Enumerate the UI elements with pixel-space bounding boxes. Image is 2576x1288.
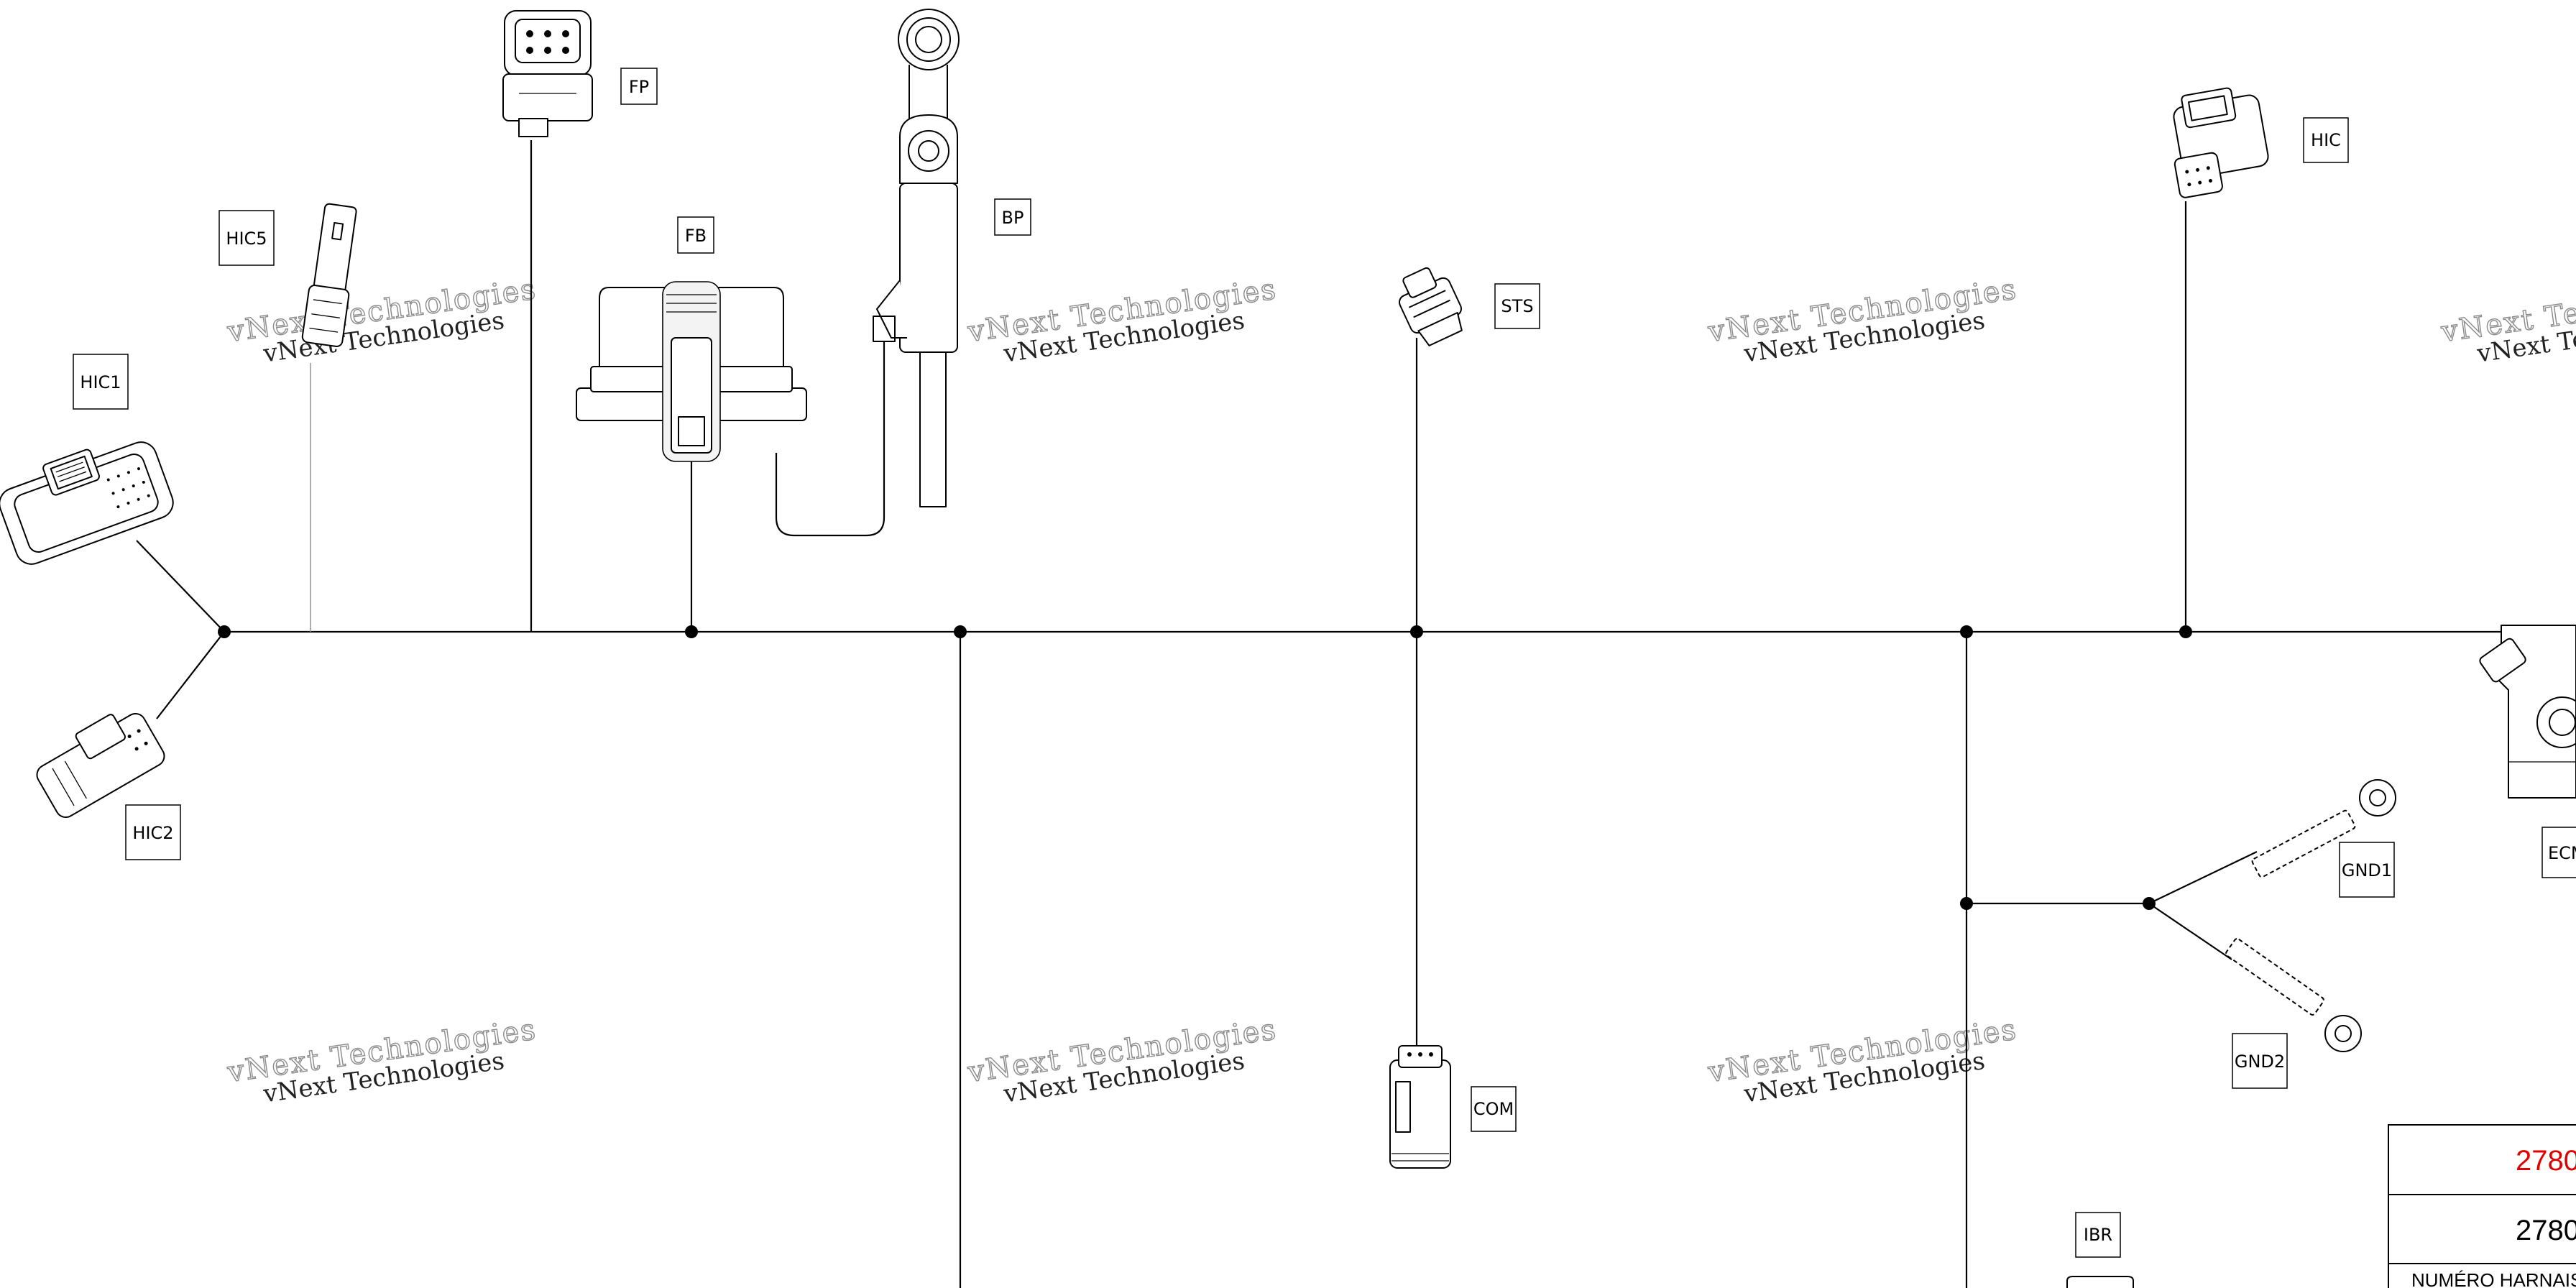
hic1-branch-wire [136, 540, 225, 632]
label-hic1-text: HIC1 [80, 372, 121, 392]
sts-sensor-icon [1399, 267, 1463, 346]
watermark: vNext Technologies vNext Technologies [965, 272, 1279, 369]
watermark: vNext Technologies vNext Technologies [2438, 272, 2576, 369]
label-ibr: IBR [2075, 1212, 2121, 1258]
watermark: vNext Technologies vNext Technologies [1705, 272, 2020, 369]
label-gnd2: GND2 [2232, 1033, 2288, 1089]
label-hic5-text: HIC5 [226, 229, 267, 249]
label-fp: FP [620, 68, 658, 105]
label-bp-text: BP [1002, 208, 1024, 228]
label-sts-text: STS [1501, 296, 1533, 316]
label-gnd1: GND1 [2339, 842, 2395, 898]
label-com: COM [1471, 1086, 1517, 1132]
label-hic-text: HIC [2311, 130, 2341, 150]
label-fp-text: FP [629, 77, 649, 97]
hic5-connector-icon [301, 203, 357, 347]
hic-connector-icon [2173, 87, 2269, 198]
label-ecm-text: ECM [2548, 843, 2576, 863]
harness-number-caption: NUMÉRO HARNAIS / HARNESS NUMBER [2411, 1269, 2576, 1288]
splice-node [218, 625, 231, 638]
com-connector-icon [1389, 1045, 1451, 1169]
label-bp: BP [994, 198, 1031, 236]
watermark-layer: vNext Technologies vNext Technologies vN… [224, 272, 2576, 1109]
label-hic2: HIC2 [125, 804, 181, 860]
hic1-connector-icon [0, 441, 174, 565]
label-ibr-text: IBR [2084, 1225, 2112, 1245]
label-hic: HIC [2303, 117, 2349, 163]
watermark: vNext Technologies vNext Technologies [224, 1013, 539, 1109]
label-sts: STS [1494, 283, 1540, 329]
splice-node [685, 625, 698, 638]
splice-node [1960, 897, 1973, 910]
hic2-connector-icon [36, 712, 165, 819]
part-number-red: 278004190 [2516, 1145, 2576, 1177]
gnd2-ring-terminal-icon [2225, 938, 2362, 1052]
watermark: vNext Technologies vNext Technologies [1705, 1013, 2020, 1109]
label-com-text: COM [1473, 1099, 1514, 1119]
label-ecm: ECM [2542, 827, 2576, 878]
splice-node [2143, 897, 2156, 910]
title-block: 278004190 278004190 NUMÉRO HARNAIS / HAR… [2388, 1124, 2576, 1288]
label-hic5: HIC5 [218, 210, 275, 266]
label-gnd1-text: GND1 [2342, 860, 2392, 880]
label-gnd2-text: GND2 [2235, 1052, 2285, 1072]
fb-fuse-block-icon [576, 281, 807, 462]
splice-node [1960, 625, 1973, 638]
splice-node [954, 625, 967, 638]
label-hic2-text: HIC2 [132, 823, 173, 843]
gnd1-wire [2148, 851, 2258, 904]
bp-sensor-icon [873, 9, 960, 507]
label-fb: FB [677, 216, 714, 254]
hic2-branch-wire [156, 631, 225, 719]
splice-node [1410, 625, 1423, 638]
watermark: vNext Technologies vNext Technologies [224, 272, 539, 369]
bp-cable-wire [775, 341, 886, 537]
label-fb-text: FB [685, 226, 707, 246]
label-hic1: HIC1 [73, 354, 129, 410]
ibr-connector-icon [2066, 1276, 2134, 1288]
splice-nodes [218, 625, 2192, 910]
ecm-module-icon [2479, 625, 2576, 799]
part-number: 278004190 [2516, 1215, 2576, 1246]
gnd2-wire [2148, 903, 2232, 960]
fp-connector-icon [502, 10, 593, 137]
watermark: vNext Technologies vNext Technologies [965, 1013, 1279, 1109]
gnd1-ring-terminal-icon [2251, 779, 2396, 878]
splice-node [2179, 625, 2192, 638]
